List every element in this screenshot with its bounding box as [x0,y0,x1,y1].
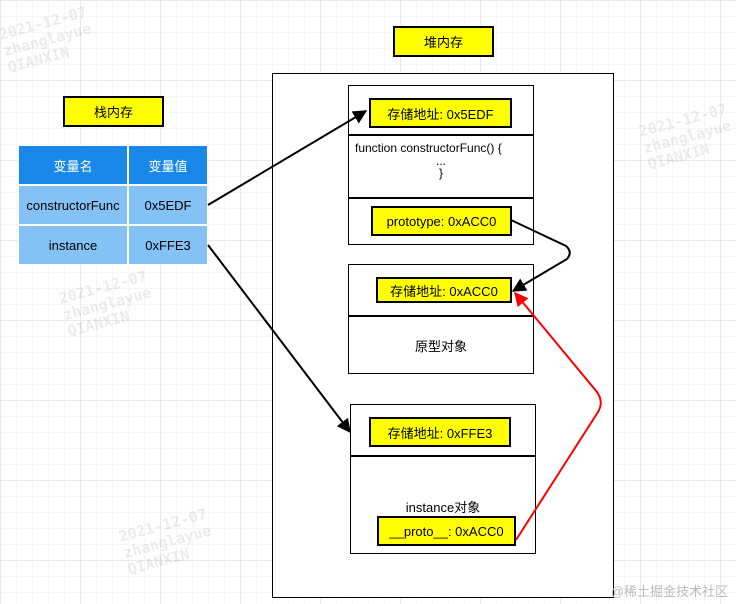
divider [349,315,533,317]
arrow-constructor-to-heap [207,110,368,206]
label-text: instance对象 [405,499,481,515]
table-cell-var: constructorFunc [18,185,128,225]
cell-text: 0x5EDF [144,197,192,213]
prototype-address: 存储地址: 0xACC0 [376,277,512,303]
divider [349,197,533,199]
header-text: 变量值 [148,158,188,174]
heap-title: 堆内存 [393,26,494,57]
function-code: function constructorFunc() { ... } [349,141,533,181]
header-text: 变量名 [53,158,93,174]
address-text: 存储地址: 0xACC0 [390,283,498,299]
address-text: 存储地址: 0xFFE3 [387,425,493,441]
table-header-value: 变量值 [128,145,208,185]
prototype-text: prototype: 0xACC0 [386,213,497,229]
footer-credit: @稀土掘金技术社区 [611,581,728,600]
divider [351,455,535,457]
table-cell-value: 0xFFE3 [128,225,208,265]
constructor-address: 存储地址: 0x5EDF [369,98,512,128]
cell-text: constructorFunc [26,197,120,213]
instance-object-box: 存储地址: 0xFFE3 instance对象 __proto__: 0xACC… [350,404,536,554]
stack-title-text: 栈内存 [93,105,133,120]
code-line: function constructorFunc() { [355,141,502,155]
stack-title: 栈内存 [63,96,164,127]
prototype-property: prototype: 0xACC0 [371,206,512,236]
instance-address: 存储地址: 0xFFE3 [369,417,511,447]
table-header-name: 变量名 [18,145,128,185]
instance-object-label: instance对象 [351,497,535,515]
arrow-prototype-to-proto-object [510,219,571,292]
address-text: 存储地址: 0x5EDF [387,106,494,122]
label-text: 原型对象 [414,338,467,354]
constructor-box: 存储地址: 0x5EDF function constructorFunc() … [348,85,534,245]
cell-text: instance [48,237,98,253]
table-cell-value: 0x5EDF [128,185,208,225]
cell-text: 0xFFE3 [145,237,191,253]
prototype-object-label: 原型对象 [349,317,533,373]
arrow-instance-to-heap [207,244,351,434]
code-line: } [438,166,443,180]
footer-text: @稀土掘金技术社区 [610,584,728,599]
table-cell-var: instance [18,225,128,265]
arrow-proto-to-prototype-object [514,291,602,541]
proto-property: __proto__: 0xACC0 [377,516,516,546]
divider [349,134,533,136]
stack-table: 变量名 变量值 constructorFunc 0x5EDF instance … [18,145,208,265]
proto-text: __proto__: 0xACC0 [389,523,504,539]
heap-title-text: 堆内存 [423,35,463,50]
code-line: ... [435,154,446,168]
prototype-object-box: 存储地址: 0xACC0 原型对象 [348,264,534,374]
